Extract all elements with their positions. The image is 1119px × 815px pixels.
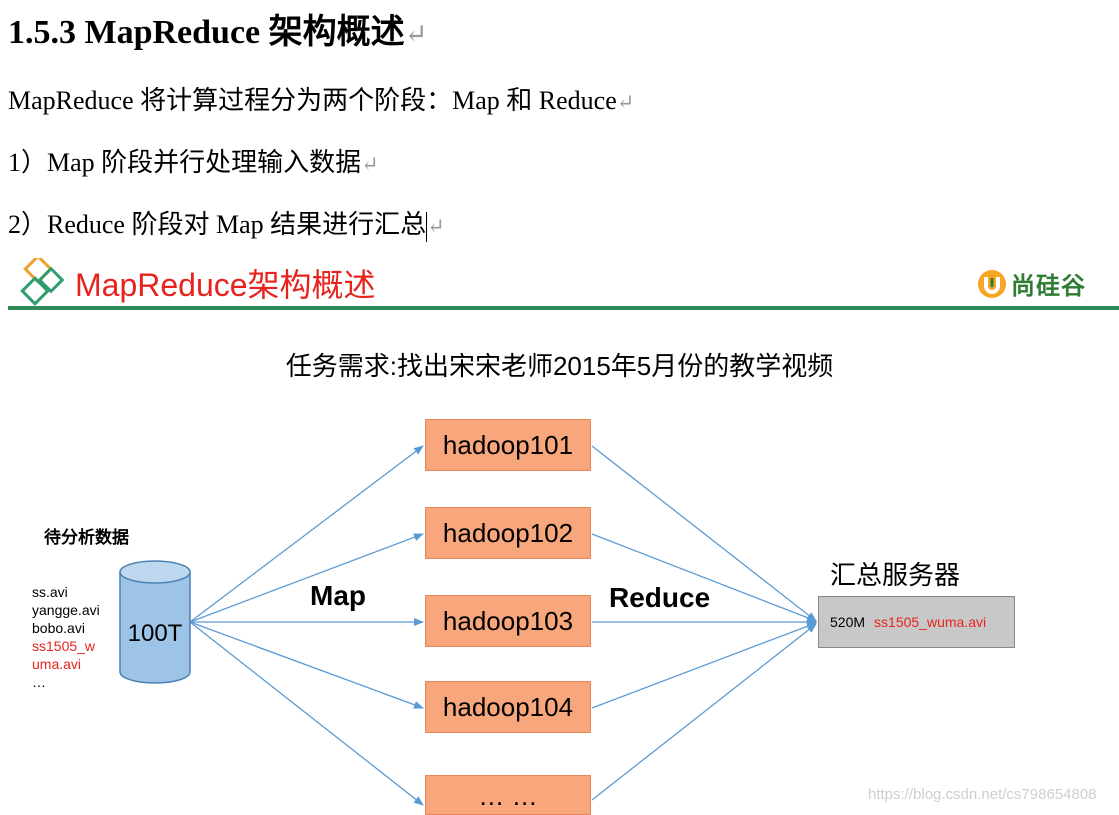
map-arrow-1 [189, 445, 424, 623]
list-item: uma.avi [32, 656, 82, 672]
database-cylinder-icon [119, 560, 191, 684]
node-hadoop104: hadoop104 [425, 681, 591, 733]
brand-logo: 尚硅谷 [977, 266, 1086, 301]
list-item: yangge.avi [32, 602, 100, 618]
map-arrow-5 [189, 621, 424, 806]
map-arrow-4 [189, 621, 424, 709]
node-more: … … [425, 775, 591, 815]
reduce-arrow-5 [591, 623, 817, 801]
map-stage-label: Map [310, 580, 366, 611]
slide-divider [8, 306, 1119, 310]
node-hadoop101: hadoop101 [425, 419, 591, 471]
result-file: ss1505_wuma.avi [874, 614, 987, 630]
data-size-label: 100T [127, 620, 183, 647]
paragraph-reduce: 2）Reduce 阶段对 Map 结果进行汇总↵ [8, 204, 445, 243]
map-arrow-2 [189, 533, 424, 623]
result-size: 520M [830, 614, 866, 630]
list-item: ss1505_w [32, 638, 96, 654]
list-item: ss.avi [32, 584, 68, 600]
text-cursor [426, 212, 428, 243]
paragraph-map: 1）Map 阶段并行处理输入数据↵ [8, 148, 379, 177]
node-hadoop102: hadoop102 [425, 507, 591, 559]
reduce-arrow-2 [591, 533, 817, 622]
task-requirement: 任务需求:找出宋宋老师2015年5月份的教学视频 [285, 351, 834, 381]
reduce-arrow-1 [591, 445, 817, 622]
paragraph-intro: MapReduce 将计算过程分为两个阶段：Map 和 Reduce↵ [8, 86, 635, 115]
return-mark: ↵ [616, 91, 635, 114]
input-data-heading: 待分析数据 [44, 528, 129, 547]
list-item: … [32, 674, 46, 690]
reduce-arrow-4 [591, 622, 817, 709]
list-item: bobo.avi [32, 620, 85, 636]
server-box: 520M ss1505_wuma.avi [818, 596, 1015, 648]
file-list: ss.avi yangge.avi bobo.avi ss1505_w uma.… [32, 583, 100, 691]
return-mark: ↵ [427, 215, 445, 238]
return-mark: ↵ [404, 19, 428, 49]
diamond-logo-icon [20, 258, 65, 306]
section-heading: 1.5.3 MapReduce 架构概述↵ [8, 14, 428, 51]
node-hadoop103: hadoop103 [425, 595, 591, 647]
slide-title: MapReduce架构概述 [75, 267, 376, 303]
watermark: https://blog.csdn.net/cs798654808 [868, 786, 1097, 803]
server-title: 汇总服务器 [830, 560, 961, 590]
logo-text: 尚硅谷 [1011, 273, 1086, 300]
reduce-stage-label: Reduce [609, 582, 711, 613]
return-mark: ↵ [361, 153, 379, 176]
u-logo-icon [978, 269, 1006, 298]
